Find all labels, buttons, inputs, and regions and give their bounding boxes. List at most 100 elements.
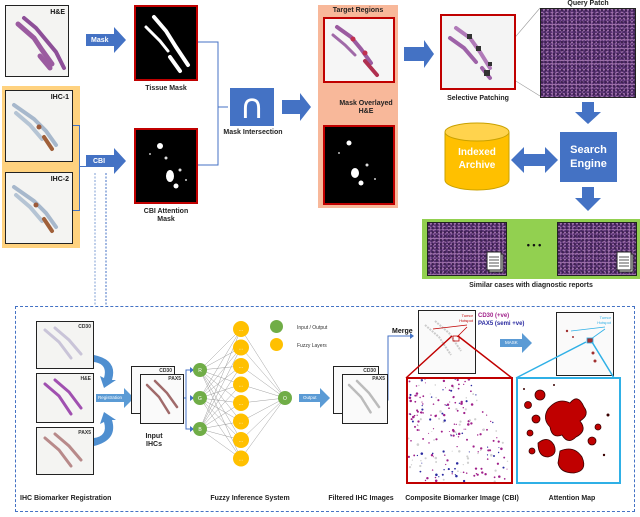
- stain-dot: [418, 384, 420, 387]
- attention-caption: Attention Map: [548, 495, 596, 502]
- stain-dot: [416, 443, 420, 446]
- stain-dot: [420, 459, 422, 462]
- stain-dot: [455, 474, 458, 478]
- input-ihc-pax5-label: PAX5: [168, 376, 181, 382]
- mask-overlayed-he-image: [323, 17, 395, 83]
- stain-dot: [422, 403, 424, 405]
- stain-dot: [461, 432, 464, 435]
- stain-dot: [432, 403, 435, 405]
- stain-dot: [486, 414, 488, 416]
- overlay-caption-line1: Mask Overlayed: [339, 100, 393, 107]
- filtered-pax5: PAX5: [342, 374, 388, 424]
- stain-dot: [455, 423, 457, 426]
- stain-dot: [435, 414, 438, 416]
- stain-dot: [448, 407, 450, 410]
- stain-dot: [477, 452, 479, 455]
- stain-dot: [438, 417, 441, 420]
- stain-dot: [498, 447, 500, 449]
- stain-dot: [448, 389, 451, 392]
- stain-dot: [440, 430, 443, 433]
- stain-dot: [435, 438, 438, 441]
- stain-dot: [457, 432, 461, 436]
- stain-dot: [432, 428, 435, 430]
- stain-dot: [465, 397, 468, 399]
- stain-dot: [411, 459, 413, 461]
- attention-hotspot-line1: Tumor: [599, 315, 611, 320]
- stain-dot: [470, 422, 473, 425]
- network-edge: [199, 347, 242, 430]
- stain-dot: [435, 473, 438, 477]
- ihc1-tissue-strips: [12, 103, 58, 151]
- stain-dot: [502, 466, 505, 469]
- stain-dot: [477, 451, 479, 453]
- merge-label: Merge: [392, 328, 413, 335]
- stain-dot: [456, 433, 458, 435]
- stain-dot: [495, 430, 498, 432]
- cbi-arrow-label: CBI: [93, 157, 106, 165]
- stain-dot: [435, 461, 438, 463]
- stain-dot: [454, 467, 456, 470]
- stain-dot: [413, 414, 416, 417]
- stain-dot: [492, 421, 494, 424]
- network-edge: [240, 397, 286, 422]
- stain-dot: [486, 428, 488, 431]
- stain-dot: [488, 449, 492, 452]
- stain-dot: [486, 454, 489, 456]
- cbi-hotspot-line1: Tumor: [461, 313, 473, 318]
- he-slide-thumbnail: H&E: [5, 5, 69, 77]
- stain-dot: [444, 387, 447, 389]
- fuzzy-node-7: [233, 432, 249, 448]
- stain-dot: [443, 468, 445, 471]
- mask-arrow-label: Mask: [91, 36, 109, 44]
- stain-dot: [410, 418, 413, 421]
- stain-dot: [465, 428, 467, 430]
- mask-intersection-caption: Mask Intersection: [223, 129, 283, 136]
- fuzzy-node-5-label: ...: [239, 401, 243, 407]
- stain-dot: [493, 480, 496, 482]
- stain-dot: [475, 473, 478, 475]
- fuzzy-node-3: [233, 358, 249, 374]
- stain-dot: [444, 454, 446, 456]
- search-engine-box: Search Engine: [560, 132, 617, 182]
- stain-dot: [419, 470, 422, 473]
- intersection-icon: ∩: [239, 87, 265, 127]
- stain-dot: [466, 461, 470, 464]
- pax5-legend: PAX5 (semi +ve): [478, 321, 525, 327]
- network-edge: [199, 328, 242, 371]
- stain-dot: [464, 408, 467, 411]
- stain-dot: [463, 383, 465, 386]
- stain-dot: [429, 393, 431, 395]
- stain-dot: [456, 445, 458, 448]
- stain-dot: [458, 450, 461, 453]
- stain-dot: [452, 396, 455, 399]
- stain-dot: [424, 479, 427, 482]
- stain-dot: [506, 468, 508, 470]
- stain-dot: [422, 412, 424, 414]
- stain-dot: [466, 455, 469, 458]
- stain-dot: [434, 479, 438, 482]
- he-tissue-strips: [15, 16, 66, 71]
- network-edge: [199, 365, 242, 430]
- fuzzy-node-3-label: ...: [239, 364, 243, 370]
- stain-dot: [487, 449, 490, 452]
- stain-dot: [419, 464, 422, 468]
- stain-dot: [408, 455, 410, 458]
- stain-dot: [416, 410, 419, 413]
- stain-dot: [420, 380, 422, 382]
- stain-dot: [431, 452, 434, 455]
- selective-patching-image: [440, 14, 516, 90]
- stain-dot: [422, 395, 425, 398]
- archive-label-line2: Archive: [458, 160, 496, 171]
- fuzzy-node-1-label: ...: [239, 327, 243, 333]
- stain-dot: [474, 418, 477, 421]
- stain-dot: [419, 418, 422, 421]
- stain-dot: [451, 384, 454, 388]
- stain-dot: [421, 462, 423, 464]
- stain-dot: [454, 379, 456, 380]
- output-node-label: O: [283, 396, 287, 402]
- fuzzy-caption: Fuzzy Inference System: [210, 495, 290, 502]
- registration-arrow-label: Registration: [98, 395, 123, 400]
- target-regions-title: Target Regions: [332, 7, 384, 14]
- results-caption: Similar cases with diagnostic reports: [469, 282, 593, 289]
